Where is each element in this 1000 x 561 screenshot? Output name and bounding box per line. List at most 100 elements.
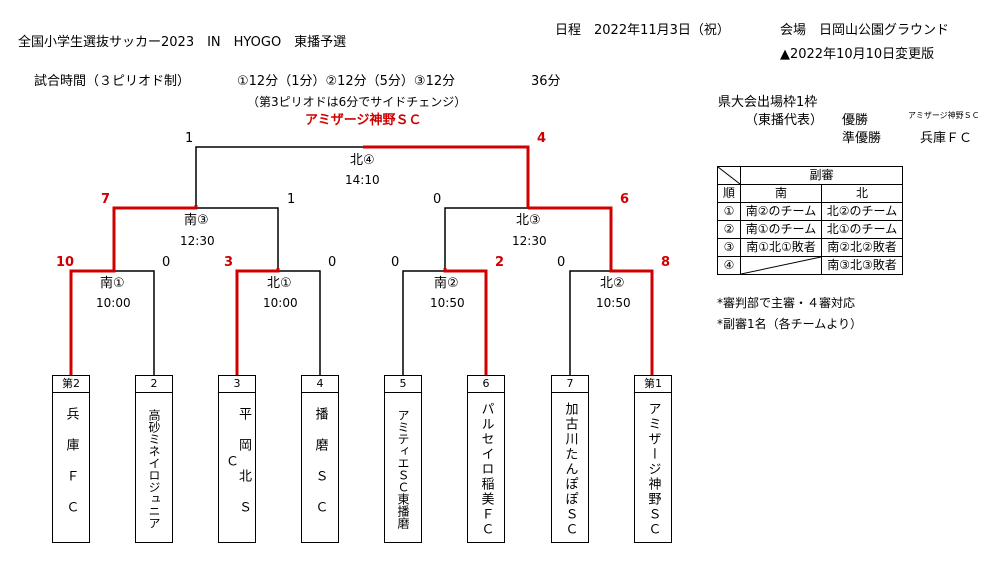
prefectural-heading: 県大会出場枠1枠: [718, 95, 818, 110]
row-south: 南①北①敗者: [740, 238, 822, 257]
row-north: 南③北③敗者: [821, 256, 903, 275]
table-row: ① 南②のチーム 北②のチーム: [717, 202, 903, 221]
r1-s1-score-right: 0: [162, 255, 171, 270]
semi-south-time: 12:30: [180, 234, 215, 248]
line-semi-north-right: [528, 206, 613, 268]
team-box-6: 6 パルセイロ稲美ＦＣ: [467, 375, 505, 543]
match-time-periods: ①12分（1分）②12分（5分）③12分: [237, 74, 456, 89]
team-box-2: 2 高砂ミネイロジュニア: [135, 375, 173, 543]
team-box-3: 3 平岡北ＳＣ: [218, 375, 256, 543]
line-r1-n2-right: [609, 268, 654, 375]
diagonal-cell: [717, 166, 741, 185]
team-name: 加古川たんぽぽＳＣ: [562, 401, 578, 537]
semi-north-score-right: 6: [620, 192, 630, 207]
team-name: パルセイロ稲美ＦＣ: [478, 401, 494, 537]
final-score-left: 1: [185, 131, 194, 146]
team-box-7: 7 加古川たんぽぽＳＣ: [551, 375, 589, 543]
team-seed: 6: [468, 376, 504, 393]
final-name: 北④: [350, 153, 375, 168]
team-box-4: 4 播磨ＳＣ: [301, 375, 339, 543]
row-north: 南②北②敗者: [821, 238, 903, 257]
match-time-label: 試合時間（３ピリオド制）: [34, 74, 191, 89]
prefectural-sub: （東播代表）: [745, 113, 824, 128]
row-no: ③: [717, 238, 741, 257]
diagonal-line: [718, 167, 740, 184]
team-seed: 7: [552, 376, 588, 393]
team-box-8: 第1 アミザージ神野ＳＣ: [634, 375, 672, 543]
semi-north-time: 12:30: [512, 234, 547, 248]
line-final-right: [363, 145, 530, 208]
champion-label: アミザージ神野ＳＣ: [305, 113, 422, 128]
team-seed: 4: [302, 376, 338, 393]
referee-note-2: *副審1名（各チームより）: [717, 317, 863, 331]
table-row: ③ 南①北①敗者 南②北②敗者: [717, 238, 903, 257]
diagonal-line: [741, 257, 821, 274]
line-r1-n1-left: [235, 268, 280, 375]
row-south: 南②のチーム: [740, 202, 822, 221]
semi-south-name: 南③: [184, 213, 209, 228]
venue: 会場 日岡山公園グラウンド: [780, 23, 950, 38]
r1-n1-name: 北①: [267, 276, 292, 291]
referee-table: 副審 順 南 北 ① 南②のチーム 北②のチーム ② 南①のチーム 北①のチーム…: [717, 166, 903, 275]
r1-n2-name: 北②: [600, 276, 625, 291]
r1-s1-score-left: 10: [56, 255, 75, 270]
runner-label: 準優勝: [842, 131, 882, 146]
table-row: ④ 南③北③敗者: [717, 256, 903, 275]
table-row: ② 南①のチーム 北①のチーム: [717, 220, 903, 239]
row-north: 北②のチーム: [821, 202, 903, 221]
team-seed: 第2: [53, 376, 89, 393]
r1-n1-score-left: 3: [224, 255, 234, 270]
row-north: 北①のチーム: [821, 220, 903, 239]
r1-n1-time: 10:00: [263, 296, 298, 310]
row-south-empty: [740, 256, 822, 275]
row-south: 南①のチーム: [740, 220, 822, 239]
referee-note-1: *審判部で主審・４審対応: [717, 296, 856, 310]
team-box-1: 第2 兵庫ＦＣ: [52, 375, 90, 543]
side-change-note: （第3ピリオドは6分でサイドチェンジ）: [247, 95, 467, 109]
row-no: ②: [717, 220, 741, 239]
semi-north-name: 北③: [516, 213, 541, 228]
final-score-right: 4: [537, 131, 547, 146]
row-no: ④: [717, 256, 741, 275]
winner-team: アミザージ神野ＳＣ: [908, 111, 980, 120]
line-semi-north-left: [444, 207, 528, 268]
r1-s2-name: 南②: [434, 276, 459, 291]
r1-s2-score-right: 2: [495, 255, 505, 270]
runner-team: 兵庫ＦＣ: [920, 131, 973, 146]
col-south: 南: [740, 184, 822, 203]
r1-n2-score-left: 0: [557, 255, 566, 270]
revision-note: ▲2022年10月10日変更版: [780, 47, 935, 62]
col-order: 順: [717, 184, 741, 203]
r1-n2-score-right: 8: [661, 255, 671, 270]
r1-s2-time: 10:50: [430, 296, 465, 310]
r1-s2-score-left: 0: [391, 255, 400, 270]
team-seed: 5: [385, 376, 421, 393]
r1-n1-score-right: 0: [328, 255, 337, 270]
col-north: 北: [821, 184, 903, 203]
line-semi-south-left: [112, 205, 198, 268]
semi-north-score-left: 0: [433, 192, 442, 207]
team-seed: 2: [136, 376, 172, 393]
r1-n2-time: 10:50: [596, 296, 631, 310]
referee-title: 副審: [740, 166, 903, 185]
r1-s1-time: 10:00: [96, 296, 131, 310]
line-final-left: [195, 146, 363, 205]
line-r1-s1-left: [69, 268, 116, 375]
team-name: 高砂ミネイロジュニア: [147, 409, 161, 529]
final-time: 14:10: [345, 173, 380, 187]
winner-label: 優勝: [842, 113, 869, 128]
team-box-5: 5 アミティエＳＣ東播磨: [384, 375, 422, 543]
page-title: 全国小学生選抜サッカー2023 IN HYOGO 東播予選: [18, 35, 347, 50]
r1-s1-name: 南①: [100, 276, 125, 291]
line-r1-s2-right: [443, 268, 488, 375]
semi-south-score-right: 1: [287, 192, 296, 207]
row-no: ①: [717, 202, 741, 221]
team-name: 兵庫ＦＣ: [63, 407, 79, 531]
team-name: 播磨ＳＣ: [312, 407, 328, 531]
team-seed: 第1: [635, 376, 671, 393]
semi-south-score-left: 7: [101, 192, 111, 207]
schedule-date: 日程 2022年11月3日（祝）: [555, 23, 730, 38]
match-time-total: 36分: [531, 74, 561, 89]
team-name: 平岡北ＳＣ: [223, 407, 251, 531]
line-semi-south-right: [196, 207, 279, 268]
